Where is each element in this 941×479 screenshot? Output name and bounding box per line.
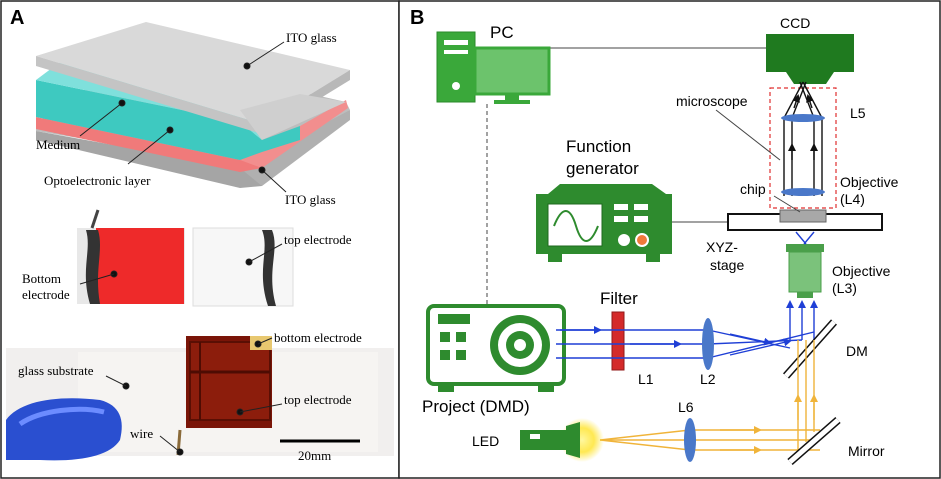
microscope-box: [769, 87, 837, 209]
objective-bottom-label-1: Objective: [832, 263, 891, 279]
top-electrode-photo: [192, 227, 294, 307]
panel-a-label: A: [10, 7, 24, 29]
led-label: LED: [472, 433, 499, 449]
label-medium: Medium: [36, 137, 80, 152]
led-icon: [520, 422, 580, 458]
imaging-rays: [783, 81, 823, 196]
electrode-pointers: [79, 243, 283, 285]
lens-l2: [702, 318, 714, 370]
device-stack: [36, 22, 350, 188]
scale-bar-label: 20mm: [298, 448, 331, 463]
dichroic-mirror-inner: [784, 320, 836, 378]
lens-l4: [781, 188, 825, 196]
label-bottom-electrode-2nd: bottom electrode: [274, 330, 362, 345]
filter: [611, 311, 625, 371]
xyz-label-1: XYZ-: [706, 239, 738, 255]
yellow-beams: [599, 340, 820, 454]
ccd-label: CCD: [780, 15, 810, 31]
label-wire: wire: [130, 426, 153, 441]
stack-pointers: [79, 41, 287, 193]
label-bottom-electrode-1: Bottom: [22, 271, 61, 286]
projector-label: Project (DMD): [422, 397, 530, 416]
chip-pointer: [773, 195, 801, 213]
objective-top-label-2: (L4): [840, 191, 865, 207]
l5-label: L5: [850, 105, 866, 121]
label-glass-substrate: glass substrate: [18, 363, 94, 378]
pc-icon: [436, 31, 551, 104]
label-ito-glass-bottom: ITO glass: [285, 192, 336, 207]
label-top-electrode-1: top electrode: [284, 232, 352, 247]
microscope-label: microscope: [676, 93, 748, 109]
label-ito-glass-top: ITO glass: [286, 30, 337, 45]
ccd-icon: [766, 34, 854, 84]
panel-b-label: B: [410, 7, 424, 29]
filter-label: Filter: [600, 289, 638, 308]
mirror-label: Mirror: [848, 443, 885, 459]
blue-upward-rays: [786, 231, 818, 340]
chip: [779, 209, 827, 223]
function-generator-icon: [536, 184, 672, 262]
lens-l6: [684, 418, 696, 462]
mirror-inner: [788, 418, 840, 464]
l6-label: L6: [678, 399, 694, 415]
objective-top-label-1: Objective: [840, 174, 899, 190]
chip-label: chip: [740, 181, 766, 197]
objective-l3-icon: [786, 244, 824, 298]
label-bottom-electrode-2: electrode: [22, 287, 70, 302]
xyz-label-2: stage: [710, 257, 744, 273]
function-generator-label-1: Function: [566, 137, 631, 156]
pc-label: PC: [490, 23, 514, 42]
l2-label: L2: [700, 371, 716, 387]
assembly-pointers: [105, 337, 283, 456]
function-generator-label-2: generator: [566, 159, 639, 178]
blue-projector-beams: [556, 326, 815, 359]
bottom-electrode-photo: [77, 209, 185, 304]
assembled-device-photo: [6, 336, 394, 461]
lens-l5: [781, 114, 825, 122]
label-optoelectronic-layer: Optoelectronic layer: [44, 173, 151, 188]
projector-icon: [426, 304, 566, 392]
microscope-pointer: [715, 109, 781, 161]
label-top-electrode-2nd: top electrode: [284, 392, 352, 407]
objective-bottom-label-2: (L3): [832, 280, 857, 296]
l1-label: L1: [638, 371, 654, 387]
dm-label: DM: [846, 343, 868, 359]
